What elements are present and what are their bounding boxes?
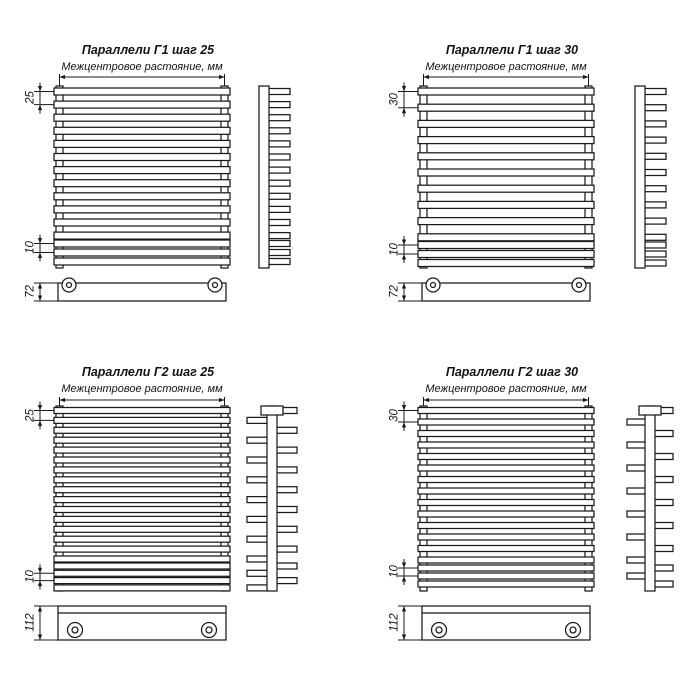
diagram-title: Параллели Г2 шаг 25: [81, 365, 215, 379]
dim-small: 10: [24, 241, 37, 254]
dim-step: 30: [388, 93, 401, 106]
diagram-g2-step25: [34, 397, 298, 641]
diagram-g1-step25: [34, 74, 291, 302]
front-view: [53, 85, 231, 269]
diagram-subtitle: Межцентровое растояние, мм: [61, 383, 223, 395]
manifold: [57, 605, 227, 641]
side-view: [258, 85, 291, 269]
front-view: [53, 405, 231, 592]
front-view: [417, 85, 595, 269]
dim-manifold: 112: [24, 613, 37, 632]
side-view: [246, 405, 298, 592]
diagram-subtitle: Межцентровое растояние, мм: [425, 383, 587, 395]
manifold: [421, 605, 591, 641]
side-view: [626, 405, 674, 592]
dim-small: 10: [388, 243, 401, 256]
dim-small: 10: [24, 570, 37, 583]
dim-small: 10: [388, 565, 401, 578]
diagram-title: Параллели Г1 шаг 25: [81, 43, 215, 57]
dim-manifold: 112: [388, 613, 401, 632]
diagram-title: Параллели Г2 шаг 30: [445, 365, 579, 379]
dim-step: 25: [24, 91, 37, 104]
dim-manifold: 72: [24, 285, 37, 298]
dim-step: 25: [24, 409, 37, 422]
diagram-g1-step30: [398, 74, 667, 302]
diagram-subtitle: Межцентровое растояние, мм: [425, 61, 587, 73]
dim-step: 30: [388, 409, 401, 422]
dim-manifold: 72: [388, 285, 401, 298]
diagram-subtitle: Межцентровое растояние, мм: [61, 61, 223, 73]
diagram-title: Параллели Г1 шаг 30: [445, 43, 579, 57]
manifold: [421, 277, 591, 302]
side-view: [634, 85, 667, 269]
manifold: [57, 277, 227, 302]
diagram-g2-step30: [398, 397, 674, 641]
front-view: [417, 405, 595, 592]
